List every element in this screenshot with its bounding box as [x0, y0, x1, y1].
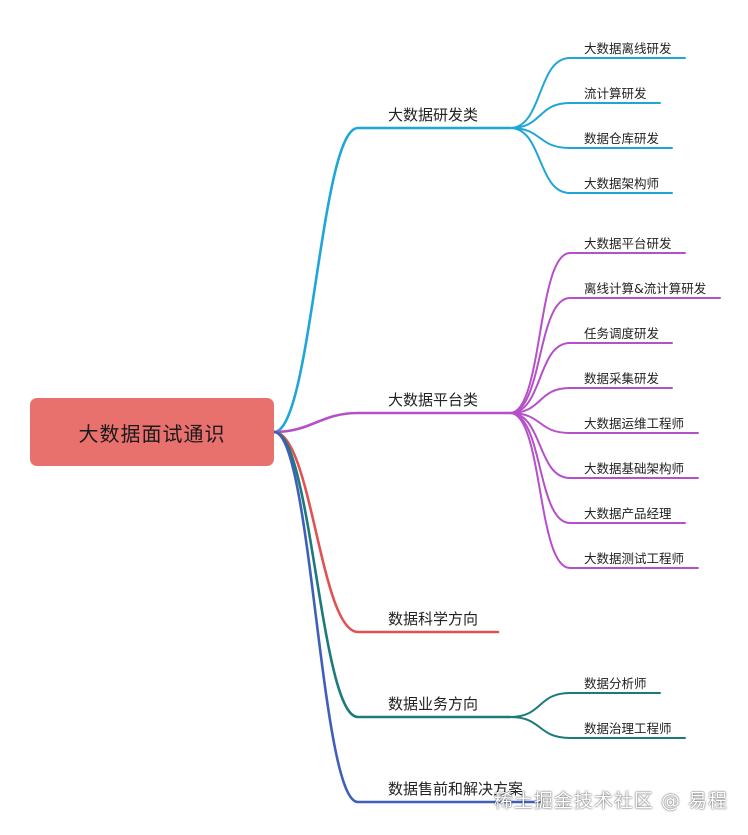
leaf-connector-3-1: [509, 716, 686, 739]
category-connector-3: [272, 430, 512, 719]
leaf-connector-1-6: [509, 412, 686, 524]
leaf-connector-1-5: [509, 412, 699, 479]
leaf-connector-1-4: [509, 412, 699, 434]
category-connector-4: [272, 430, 542, 804]
leaf-connector-1-0: [509, 252, 686, 414]
leaf-connector-0-0: [509, 57, 686, 129]
leaf-label-1-4[interactable]: 大数据运维工程师: [584, 416, 685, 431]
leaf-label-1-2[interactable]: 任务调度研发: [584, 326, 660, 341]
leaf-label-1-3[interactable]: 数据采集研发: [584, 371, 660, 386]
leaf-label-1-1[interactable]: 离线计算&流计算研发: [584, 281, 707, 296]
category-label-3[interactable]: 数据业务方向: [388, 695, 479, 713]
leaf-connector-3-0: [509, 692, 661, 718]
leaf-label-0-0[interactable]: 大数据离线研发: [584, 41, 672, 56]
leaf-connector-0-1: [509, 102, 661, 129]
leaf-connector-1-1: [509, 297, 721, 414]
leaf-label-1-7[interactable]: 大数据测试工程师: [584, 551, 685, 566]
leaf-label-0-2[interactable]: 数据仓库研发: [584, 131, 660, 146]
leaf-connector-0-2: [509, 127, 673, 149]
category-label-1[interactable]: 大数据平台类: [388, 391, 479, 409]
watermark: 稀土掘金技术社区 @ 易程: [493, 790, 728, 812]
category-label-4[interactable]: 数据售前和解决方案: [388, 780, 524, 798]
leaf-label-3-0[interactable]: 数据分析师: [584, 676, 647, 691]
leaf-label-1-5[interactable]: 大数据基础架构师: [584, 461, 685, 476]
root-label: 大数据面试通识: [78, 421, 226, 446]
leaf-label-1-0[interactable]: 大数据平台研发: [584, 236, 672, 251]
leaf-label-1-6[interactable]: 大数据产品经理: [584, 506, 672, 521]
category-connector-1: [272, 411, 512, 434]
leaf-connector-1-3: [509, 387, 673, 414]
category-connector-2: [272, 430, 500, 634]
category-label-0[interactable]: 大数据研发类: [388, 106, 479, 124]
root-node[interactable]: 大数据面试通识: [30, 398, 274, 466]
leaf-connector-1-2: [509, 342, 673, 414]
leaf-label-3-1[interactable]: 数据治理工程师: [584, 721, 672, 736]
leaf-connector-0-3: [509, 127, 673, 194]
category-connector-0: [272, 126, 512, 434]
category-label-2[interactable]: 数据科学方向: [388, 610, 479, 628]
leaf-label-0-1[interactable]: 流计算研发: [584, 86, 647, 101]
leaf-connector-1-7: [509, 412, 699, 569]
leaf-label-0-3[interactable]: 大数据架构师: [584, 176, 660, 191]
